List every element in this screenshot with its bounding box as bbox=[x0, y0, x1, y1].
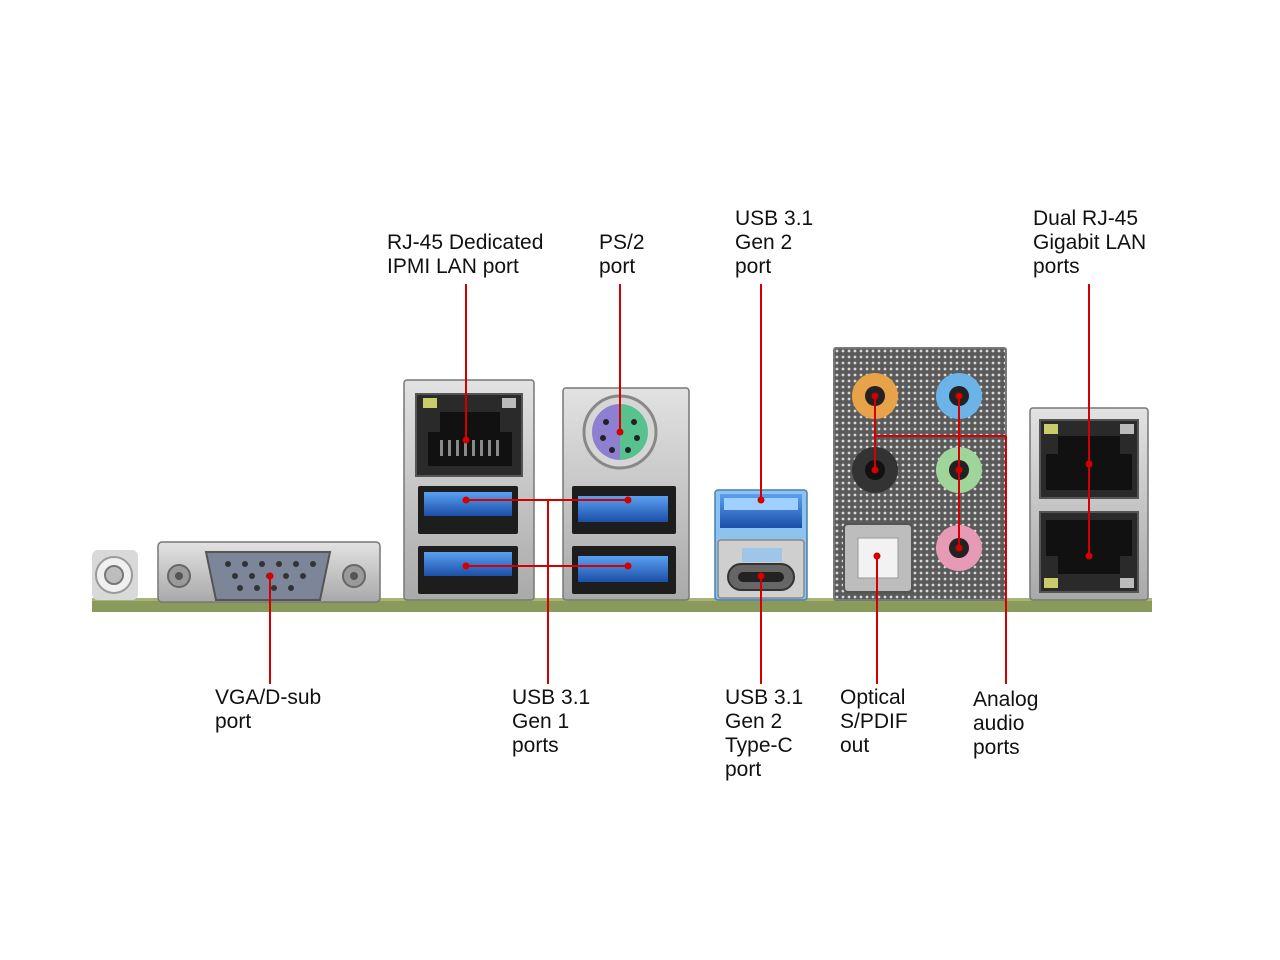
audio-stack bbox=[833, 347, 1007, 601]
label-vga: VGA/D-sub port bbox=[215, 686, 322, 733]
vga-port bbox=[157, 541, 381, 603]
label-usb-typec: USB 3.1 Gen 2 Type-C port bbox=[725, 686, 804, 781]
label-dual-rj45: Dual RJ-45 Gigabit LAN ports bbox=[1033, 207, 1147, 278]
callout-usb-gen1 bbox=[466, 499, 628, 684]
callout-dots bbox=[266, 392, 1093, 580]
round-connector bbox=[92, 550, 138, 600]
label-optical: Optical S/PDIF out bbox=[840, 686, 908, 757]
rj45-usb-stack bbox=[403, 379, 535, 601]
label-usb-gen1: USB 3.1 Gen 1 ports bbox=[512, 686, 591, 757]
label-ps2: PS/2 port bbox=[599, 231, 645, 278]
label-rj45-ipmi: RJ-45 Dedicated IPMI LAN port bbox=[387, 231, 544, 278]
label-usb-gen2-top: USB 3.1 Gen 2 port bbox=[735, 207, 814, 278]
ps2-usb-stack bbox=[562, 387, 690, 601]
label-analog: Analog audio ports bbox=[973, 688, 1039, 759]
